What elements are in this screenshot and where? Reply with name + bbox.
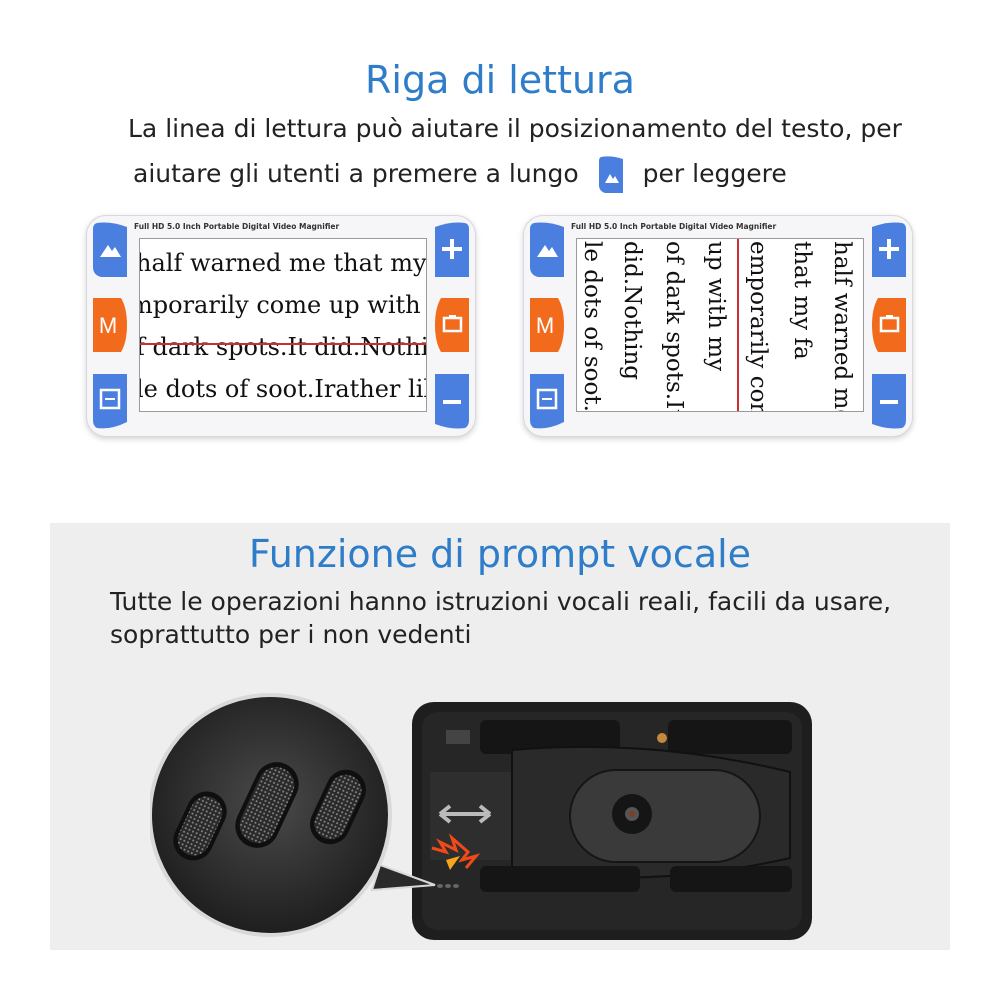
save-icon <box>99 388 121 410</box>
device-label: Full HD 5.0 Inch Portable Digital Video … <box>571 222 777 231</box>
text-line: did.Nothing <box>619 241 645 381</box>
text-line: up with my <box>703 241 729 372</box>
text-line: le dots of soot. <box>579 241 605 412</box>
voice-prompt-description-2: soprattutto per i non vedenti <box>110 620 472 649</box>
mountain-button[interactable] <box>91 221 129 279</box>
mountain-button[interactable] <box>528 221 566 279</box>
camera-button[interactable] <box>870 296 908 354</box>
sound-burst-icon <box>431 833 481 869</box>
voice-prompt-title: Funzione di prompt vocale <box>248 532 752 576</box>
zoom-in-button[interactable] <box>870 221 908 279</box>
reading-line <box>737 239 739 411</box>
magnifier-screen: half warned me that my fa emporarily com… <box>576 238 864 412</box>
slide-arrow-icon <box>438 804 492 824</box>
text-line: half warned me that my fa <box>139 249 427 277</box>
mode-button-label: M <box>99 313 117 338</box>
plus-icon <box>442 239 462 259</box>
text-line: emporarily com <box>745 241 771 412</box>
text-line: f dark spots.It did.Nothin <box>139 333 427 361</box>
mountain-button-icon <box>597 155 625 195</box>
mode-button[interactable]: M <box>91 296 129 354</box>
magnifier-screen: half warned me that my fa mporarily come… <box>139 238 427 412</box>
mode-button[interactable]: M <box>528 296 566 354</box>
description-text-after: per leggere <box>642 159 787 188</box>
text-line: half warned me <box>829 241 855 412</box>
mountain-icon <box>537 245 558 257</box>
speaker-grille <box>173 762 367 861</box>
description-text-before: aiutare gli utenti a premere a lungo <box>133 159 579 188</box>
text-line: le dots of soot.Irather like <box>139 375 427 403</box>
speaker-grille-photo <box>150 680 830 950</box>
text-line: mporarily come up with m <box>139 291 426 319</box>
zoom-out-button[interactable] <box>870 372 908 430</box>
camera-button[interactable] <box>433 296 471 354</box>
text-line: of dark spots.It <box>661 241 687 412</box>
save-button[interactable] <box>528 372 566 430</box>
magnifier-device-horizontal: Full HD 5.0 Inch Portable Digital Video … <box>86 215 476 437</box>
reading-line-description-1: La linea di lettura può aiutare il posiz… <box>128 114 902 143</box>
reading-line-description-2: aiutare gli utenti a premere a lungo per … <box>133 155 787 195</box>
magnified-text: half warned me that my fa mporarily come… <box>140 239 426 411</box>
voice-prompt-description-1: Tutte le operazioni hanno istruzioni voc… <box>110 587 892 616</box>
magnifier-device-vertical: Full HD 5.0 Inch Portable Digital Video … <box>523 215 913 437</box>
mode-button-label: M <box>536 313 554 338</box>
reading-line <box>140 343 426 345</box>
save-icon <box>536 388 558 410</box>
zoom-out-button[interactable] <box>433 372 471 430</box>
text-line: that my fa <box>789 241 815 360</box>
plus-icon <box>879 239 899 259</box>
mountain-icon <box>100 245 121 257</box>
zoom-in-button[interactable] <box>433 221 471 279</box>
device-label: Full HD 5.0 Inch Portable Digital Video … <box>134 222 340 231</box>
magnified-text: half warned me that my fa emporarily com… <box>577 239 863 411</box>
save-button[interactable] <box>91 372 129 430</box>
reading-line-title: Riga di lettura <box>365 58 635 102</box>
